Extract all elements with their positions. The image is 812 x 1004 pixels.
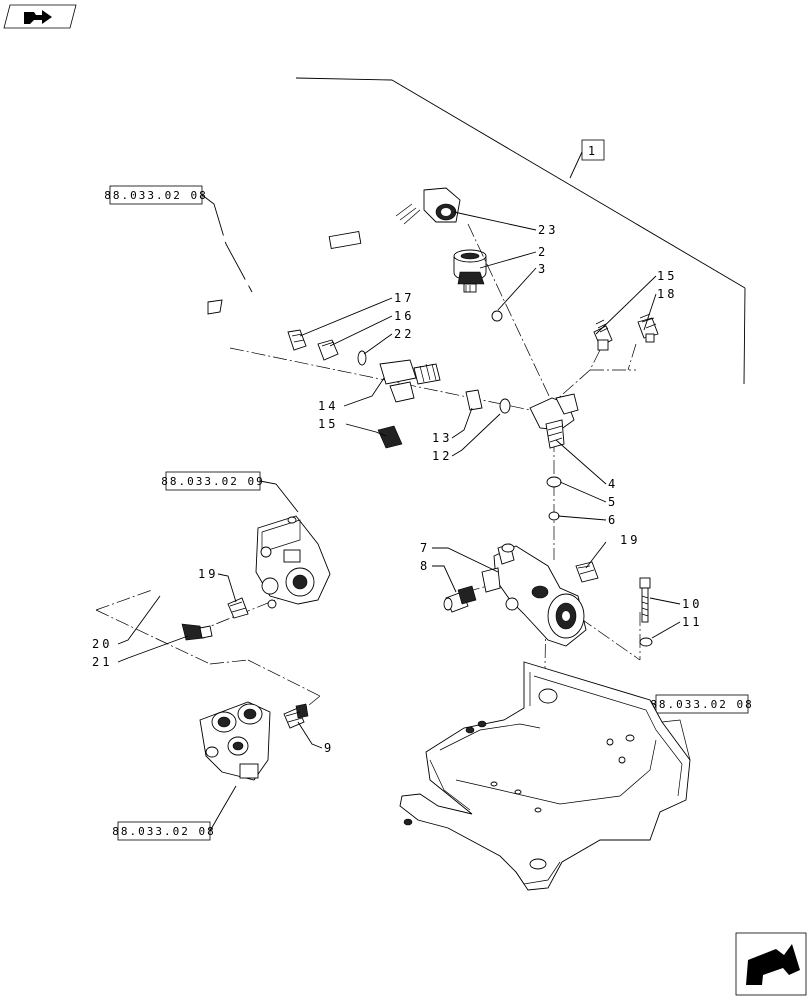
valve-body xyxy=(493,543,587,647)
callout-9: 9 xyxy=(324,741,334,755)
washer-5 xyxy=(546,476,562,488)
pressure-sensor xyxy=(453,249,487,293)
reference-box-top-left[interactable]: 88.033.02 08 xyxy=(104,185,207,205)
callout-14: 14 xyxy=(318,399,338,413)
reference-box-middle-left[interactable]: 88.033.02 09 xyxy=(161,471,264,491)
callout-21: 21 xyxy=(92,655,112,669)
plug-15-lower xyxy=(377,425,403,449)
callout-18: 18 xyxy=(657,287,677,301)
relay-valve-assembly xyxy=(199,701,271,781)
washer-22 xyxy=(357,350,367,366)
fitting-19-right xyxy=(575,561,599,583)
fitting-9 xyxy=(283,703,309,729)
cross-fitting xyxy=(529,393,579,449)
nut-13 xyxy=(465,389,483,411)
callout-7: 7 xyxy=(420,541,430,555)
callout-8: 8 xyxy=(420,559,430,573)
callout-23: 23 xyxy=(538,223,558,237)
washer-6 xyxy=(548,511,560,521)
fitting-18 xyxy=(637,313,659,343)
callout-3: 3 xyxy=(538,262,548,276)
reference-box-bottom-left[interactable]: 88.033.02 08 xyxy=(112,821,215,841)
callout-2: 2 xyxy=(538,245,548,259)
reference-label: 88.033.02 09 xyxy=(161,475,264,488)
callout-19-right: 19 xyxy=(620,533,640,547)
washer-11 xyxy=(639,637,653,647)
assembly-bracket: 1 xyxy=(295,77,746,385)
callout-17: 17 xyxy=(394,291,414,305)
reference-label: 88.033.02 08 xyxy=(104,189,207,202)
bolt-10 xyxy=(639,577,651,623)
callout-11: 11 xyxy=(682,615,702,629)
elbow-fitting-8 xyxy=(443,585,477,613)
callout-12: 12 xyxy=(432,449,452,463)
reference-box-right[interactable]: 88.033.02 08 xyxy=(650,694,753,714)
callout-19-left: 19 xyxy=(198,567,218,581)
hose-assembly xyxy=(179,231,290,337)
washer-12 xyxy=(499,398,511,414)
book-arrow-icon[interactable] xyxy=(3,4,77,29)
hose-20 xyxy=(148,575,213,641)
leader-lines xyxy=(117,211,681,749)
next-page-arrow-icon[interactable] xyxy=(735,932,807,996)
callout-22: 22 xyxy=(394,327,414,341)
callout-20: 20 xyxy=(92,637,112,651)
callout-13: 13 xyxy=(432,431,452,445)
callout-6: 6 xyxy=(608,513,618,527)
sensor-cable xyxy=(328,187,461,250)
callout-15-lower: 15 xyxy=(318,417,338,431)
callout-4: 4 xyxy=(608,477,618,491)
callout-5: 5 xyxy=(608,495,618,509)
callout-10: 10 xyxy=(682,597,702,611)
callout-16: 16 xyxy=(394,309,414,323)
nut-16 xyxy=(317,339,339,361)
callout-15-upper: 15 xyxy=(657,269,677,283)
fitting-19-left xyxy=(227,597,277,619)
fitting-17 xyxy=(287,329,307,351)
brake-valve-assembly xyxy=(255,515,331,605)
fitting-15-upper xyxy=(593,319,613,351)
callout-numbers: 23 2 3 15 18 17 16 22 14 15 13 12 4 5 6 … xyxy=(92,223,702,755)
assembly-label: 1 xyxy=(588,144,598,158)
seal-ring xyxy=(491,310,503,322)
reference-label: 88.033.02 08 xyxy=(112,825,215,838)
reference-label: 88.033.02 08 xyxy=(650,698,753,711)
mounting-frame xyxy=(399,661,691,891)
tee-fitting xyxy=(379,359,441,403)
